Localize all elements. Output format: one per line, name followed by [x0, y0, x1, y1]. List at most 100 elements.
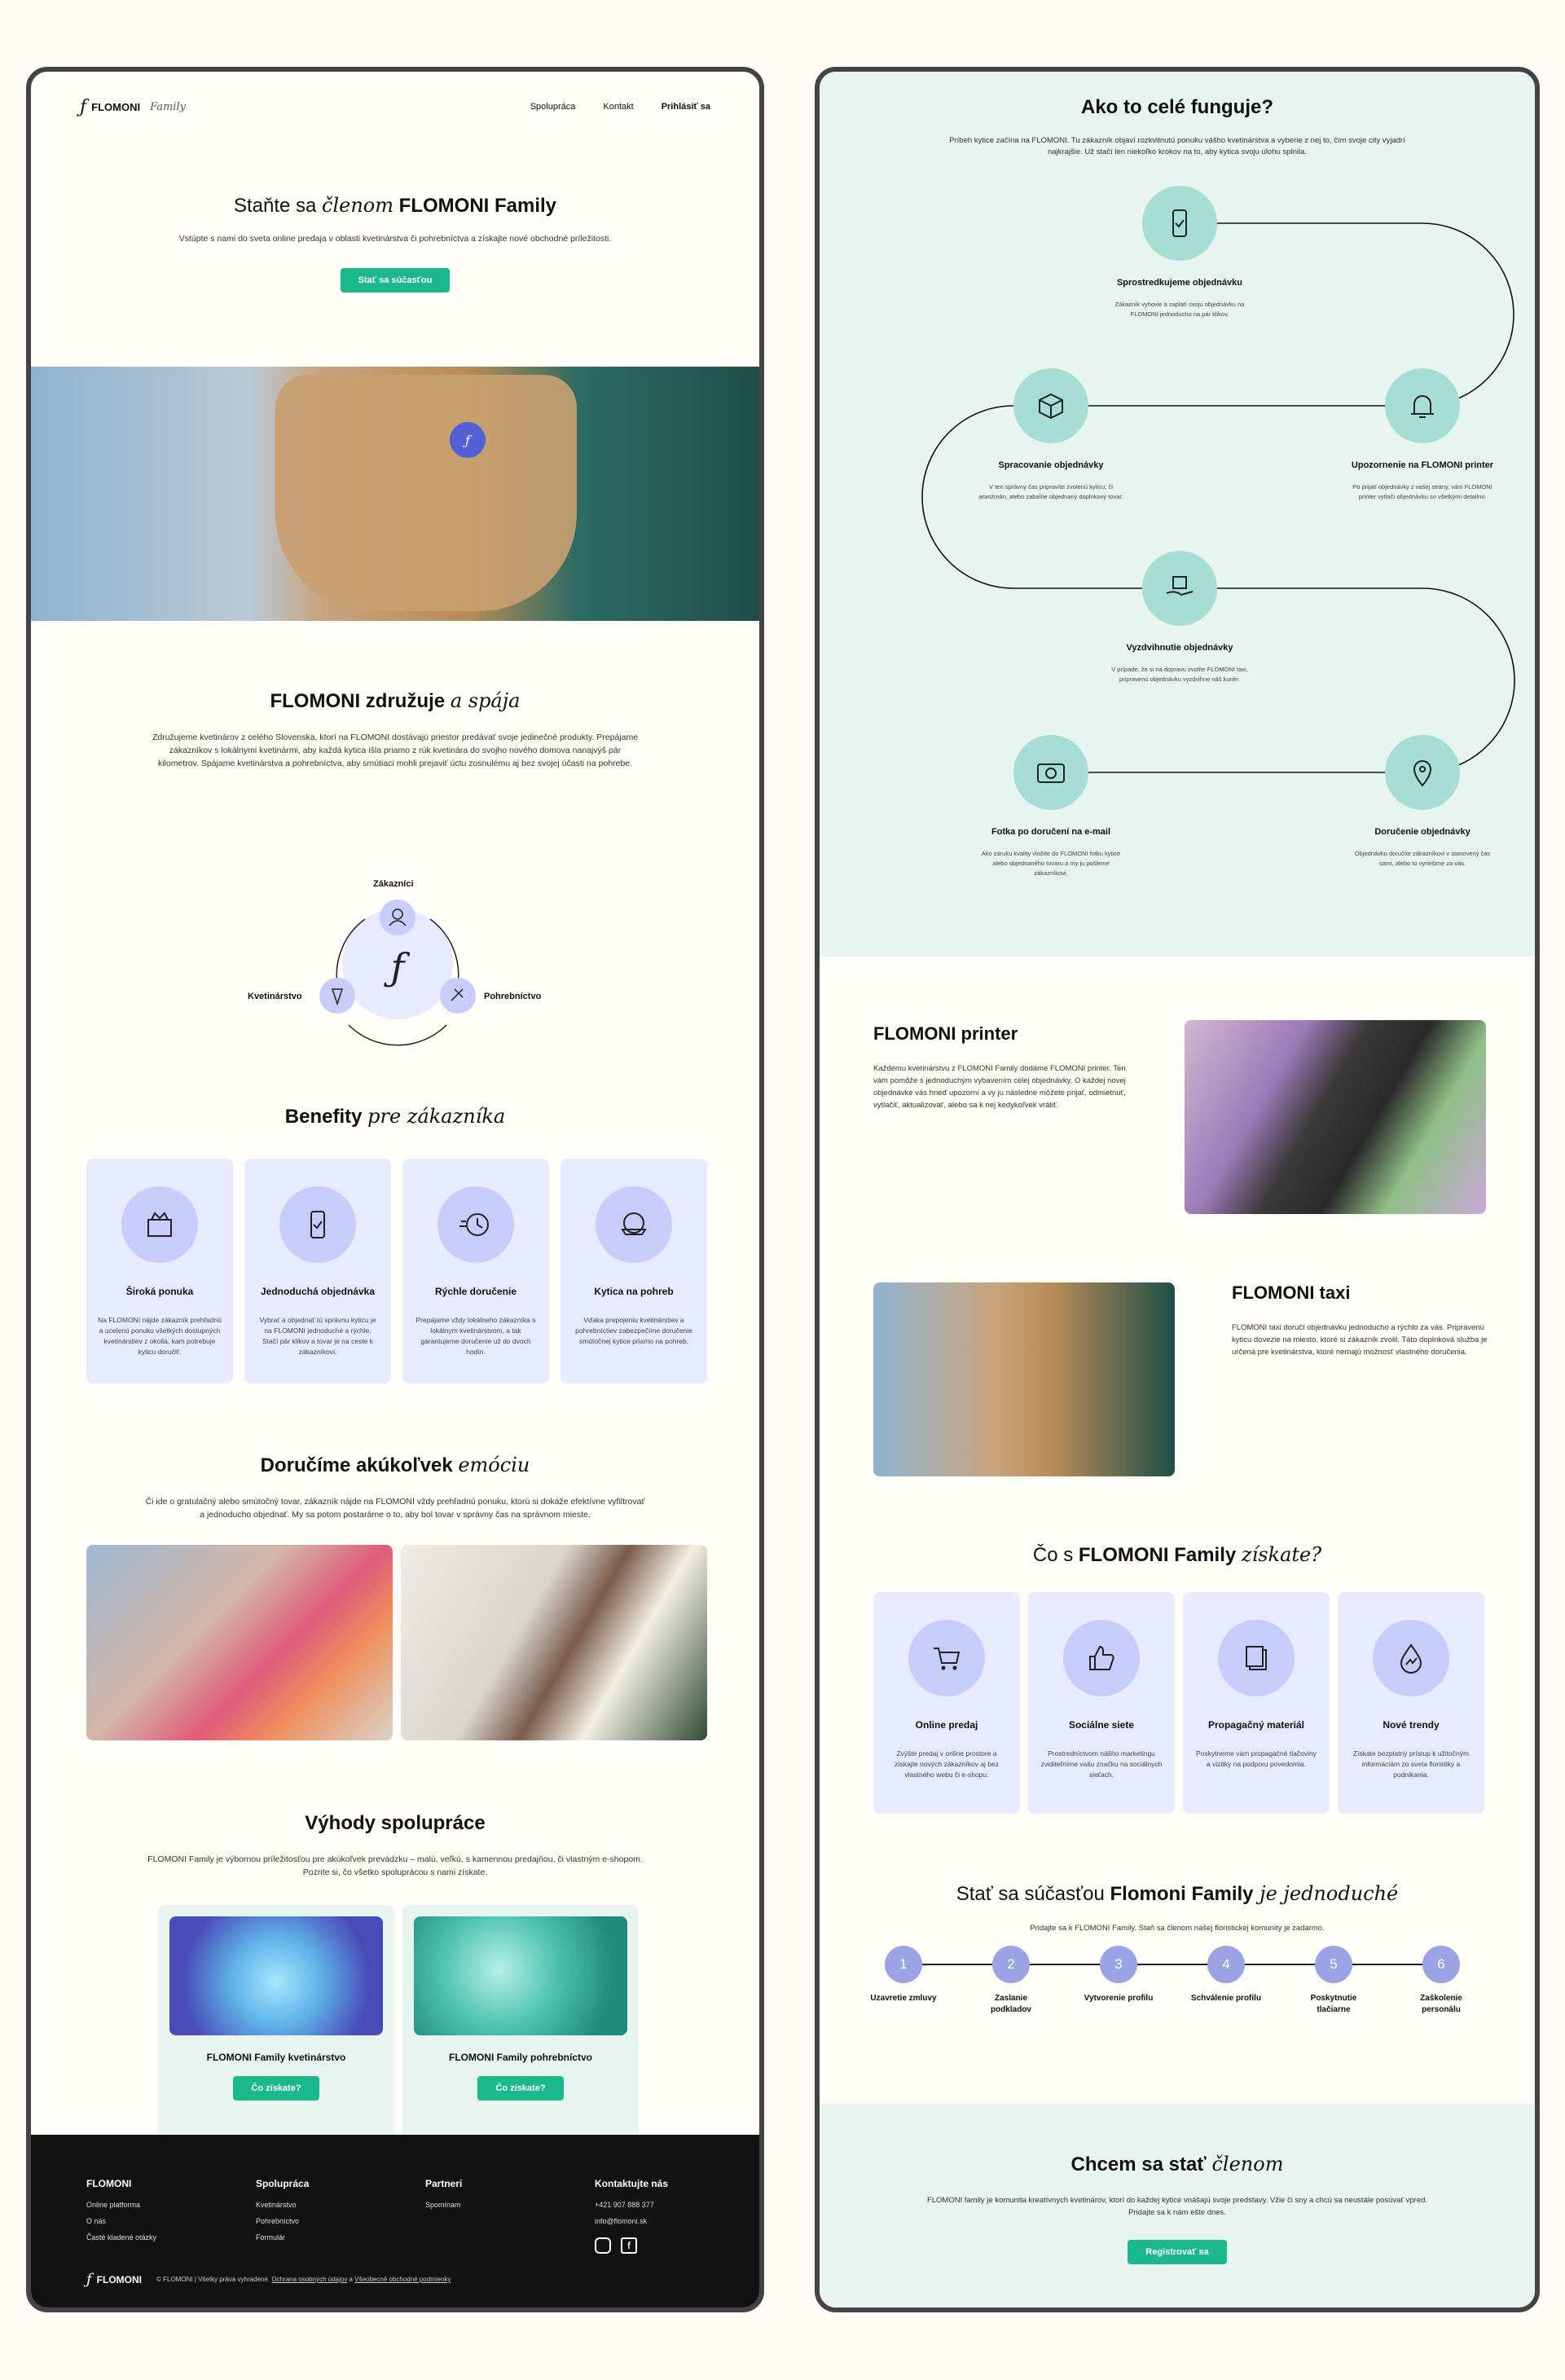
right-page-frame: Ako to celé funguje? Príbeh kytice začín… — [815, 67, 1540, 2312]
footer-col: FLOMONI Online platforma O nás Časté kla… — [86, 2175, 156, 2246]
register-button[interactable]: Registrovať sa — [1128, 2240, 1227, 2264]
taxi-text: FLOMONI taxi doručí objednávku jednoduch… — [1232, 1323, 1488, 1357]
join-step-number: 1 — [885, 1946, 922, 1983]
join-section: Stať sa súčasťou Flomoni Family je jedno… — [820, 1882, 1535, 1935]
node-funeral: Pohrebníctvo — [484, 992, 542, 1001]
footer-link[interactable]: Online platforma — [86, 2201, 141, 2209]
phone-check-icon — [279, 1186, 356, 1263]
terms-link[interactable]: Všeobecné obchodné podmienky — [354, 2276, 451, 2283]
footer-col: Spolupráca Kvetinárstvo Pohrebníctvo For… — [256, 2175, 309, 2246]
footer-link[interactable]: Časté kladené otázky — [86, 2233, 157, 2241]
join-step-label: Zaslanie podkladov — [990, 1994, 1031, 2014]
florist-card: FLOMONI Family kvetinárstvo Čo získate? — [158, 1905, 394, 2141]
site-footer: FLOMONI Online platforma O nás Časté kla… — [31, 2135, 759, 2307]
footer-col-title: FLOMONI — [86, 2178, 132, 2189]
join-timeline — [903, 1964, 1440, 1965]
how-step: Spracovanie objednávky V ten správny čas… — [978, 368, 1124, 502]
box-icon — [1013, 368, 1088, 443]
florist-card-title: FLOMONI Family kvetinárstvo — [206, 2052, 346, 2063]
benefit-card: Rýchle doručenie Prepájame vždy lokálneh… — [402, 1159, 549, 1384]
phone-check-icon — [1142, 186, 1217, 261]
emotion-text: Či ide o gratulačný alebo smútočný tovar… — [145, 1497, 645, 1520]
benefit-text: Vybrať a objednať tú správnu kyticu je n… — [259, 1316, 376, 1356]
cooperation-section: Výhody spolupráce FLOMONI Family je výbo… — [31, 1812, 759, 1879]
gain-card-title: Online predaj — [915, 1719, 978, 1731]
how-text: Príbeh kytice začína na FLOMONI. Tu záka… — [949, 136, 1405, 156]
brand-sub: Family — [150, 100, 186, 113]
hero-title: Staňte sa členom FLOMONI Family — [233, 194, 557, 217]
footer-link[interactable]: Kvetinárstvo — [256, 2201, 297, 2209]
node-florist: Kvetinárstvo — [248, 992, 302, 1001]
facebook-icon[interactable]: f — [621, 2237, 637, 2254]
benefit-title: Kytica na pohreb — [594, 1286, 674, 1297]
footer-link[interactable]: O nás — [86, 2217, 107, 2225]
taxi-section: FLOMONI taxi FLOMONI taxi doručí objedná… — [1232, 1282, 1492, 1358]
benefit-text: Na FLOMONI nájde zákazník prehľadnú a uc… — [98, 1316, 222, 1356]
join-step-label: Schválenie profilu — [1190, 1994, 1262, 2003]
final-title: Chcem sa stať — [1070, 2153, 1207, 2175]
gain-card: Nové trendy Získate bezplatný prístup k … — [1338, 1592, 1484, 1814]
printer-title: FLOMONI printer — [873, 1023, 1018, 1044]
printer-section: FLOMONI printer Každému kvetinárstvu z F… — [873, 1023, 1134, 1111]
step-text: V prípade, že si na dopravu zvolíte FLOM… — [1111, 666, 1248, 683]
benefit-title: Jednoduchá objednávka — [260, 1286, 376, 1297]
hero-cta-button[interactable]: Stať sa súčasťou — [340, 268, 451, 293]
step-title: Doručenie objednávky — [1374, 827, 1470, 837]
documents-icon — [1218, 1620, 1295, 1696]
gain-card-text: Poskytneme vám propagačné tlačoviny a vi… — [1196, 1749, 1317, 1768]
join-step-number: 4 — [1207, 1946, 1245, 1983]
step-title: Upozornenie na FLOMONI printer — [1351, 460, 1494, 470]
emotion-section: Doručíme akúkoľvek emóciu Či ide o gratu… — [31, 1454, 759, 1521]
final-text: FLOMONI family je komunita kreatívnych k… — [926, 2196, 1428, 2217]
instagram-icon[interactable] — [595, 2237, 611, 2254]
camera-icon — [1013, 735, 1088, 810]
bell-icon — [1385, 368, 1460, 443]
join-step-number: 6 — [1422, 1946, 1460, 1983]
florist-photo — [86, 1545, 393, 1740]
footer-link[interactable]: Spomínam — [425, 2201, 461, 2209]
footer-link[interactable]: Formulár — [256, 2233, 286, 2241]
join-step-label: Vytvorenie profilu — [1084, 1994, 1154, 2003]
logo-f-icon: ƒ — [80, 96, 87, 117]
benefits-title: Benefity pre zákazníka — [284, 1105, 506, 1128]
florist-card-button[interactable]: Čo získate? — [233, 2076, 319, 2101]
cooperation-text: FLOMONI Family je výbornou príležitosťou… — [147, 1854, 643, 1877]
copyright: © FLOMONI | Všetky práva vyhradené. — [156, 2276, 270, 2283]
how-step: Vyzdvihnutie objednávky V prípade, že si… — [1106, 551, 1253, 684]
gain-title: Čo s FLOMONI Family získate? — [1032, 1543, 1322, 1566]
node-customers: Zákazníci — [373, 879, 414, 889]
funeral-card-button[interactable]: Čo získate? — [477, 2076, 564, 2101]
hand-package-icon — [1142, 551, 1217, 626]
footer-col: Kontaktujte nás +421 907 888 377 info@fl… — [595, 2175, 668, 2254]
footer-email[interactable]: info@flomoni.sk — [595, 2217, 648, 2225]
how-title: Ako to celé funguje? — [1080, 96, 1273, 118]
nav-cooperation[interactable]: Spolupráca — [530, 102, 576, 112]
bouquet-shape — [275, 375, 577, 611]
how-step: Upozornenie na FLOMONI printer Po prijat… — [1349, 368, 1496, 502]
printer-text: Každému kvetinárstvu z FLOMONI Family do… — [873, 1064, 1126, 1110]
about-text: Združujeme kvetinárov z celého Slovenska… — [152, 732, 639, 768]
nav-contact[interactable]: Kontakt — [603, 102, 634, 112]
footer-link[interactable]: Pohrebníctvo — [256, 2217, 300, 2225]
hero-text: Vstúpte s nami do sveta online predaja v… — [178, 234, 612, 244]
about-title: FLOMONI združuje a spája — [270, 689, 521, 712]
nav-login[interactable]: Prihlásiť sa — [661, 102, 710, 112]
benefit-text: Vďaka prepojeniu kvetinárstiev a pohrebn… — [575, 1316, 692, 1345]
how-step: Sprostredkujeme objednávku Zákazník vyho… — [1106, 186, 1253, 319]
footer-phone[interactable]: +421 907 888 377 — [595, 2201, 654, 2209]
step-text: Zákazník vyhovie a zaplatí svoju objedná… — [1114, 301, 1245, 318]
site-header: ƒ FLOMONI Family Spolupráca Kontakt Prih… — [80, 95, 710, 119]
footer-col: Partneri Spomínam — [425, 2175, 462, 2213]
join-step-label: Uzavretie zmluvy — [870, 1994, 937, 2003]
growth-drop-icon — [1373, 1620, 1449, 1696]
printer-photo — [1185, 1020, 1486, 1214]
join-step-label: Poskytnutie tlačiarne — [1310, 1994, 1357, 2014]
benefit-card: Kytica na pohreb Vďaka prepojeniu kvetin… — [560, 1159, 707, 1384]
step-text: Objednávku doručíte zákazníkovi v stanov… — [1354, 850, 1491, 867]
privacy-link[interactable]: Ochrana osobných údajov — [271, 2276, 348, 2283]
benefit-card: Jednoduchá objednávka Vybrať a objednať … — [244, 1159, 391, 1384]
taxi-photo — [873, 1282, 1175, 1476]
brand-logo[interactable]: ƒ FLOMONI Family — [80, 97, 186, 117]
